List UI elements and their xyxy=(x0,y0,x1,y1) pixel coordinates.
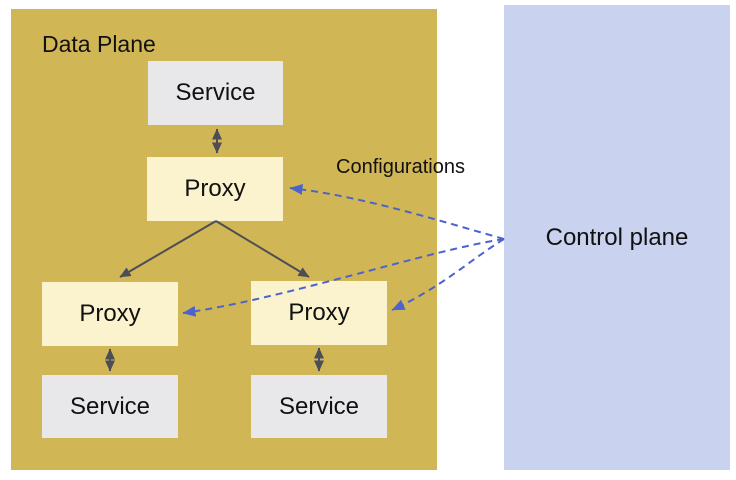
node-service-left: Service xyxy=(42,375,178,438)
node-service-top: Service xyxy=(148,61,283,125)
node-service-right-label: Service xyxy=(278,392,360,420)
node-proxy-top: Proxy xyxy=(147,157,283,221)
node-proxy-left-label: Proxy xyxy=(79,300,141,327)
data-plane-title: Data Plane xyxy=(42,31,156,57)
node-proxy-right: Proxy xyxy=(251,281,387,345)
control-plane-region: Control plane xyxy=(504,5,730,470)
control-plane-title: Control plane xyxy=(545,223,689,251)
node-service-left-label: Service xyxy=(69,392,151,420)
node-proxy-right-label: Proxy xyxy=(288,299,350,326)
configurations-label: Configurations xyxy=(336,156,465,178)
node-proxy-top-label: Proxy xyxy=(184,175,246,202)
node-service-right: Service xyxy=(251,375,387,438)
node-service-top-label: Service xyxy=(175,79,256,106)
node-proxy-left: Proxy xyxy=(42,282,178,346)
